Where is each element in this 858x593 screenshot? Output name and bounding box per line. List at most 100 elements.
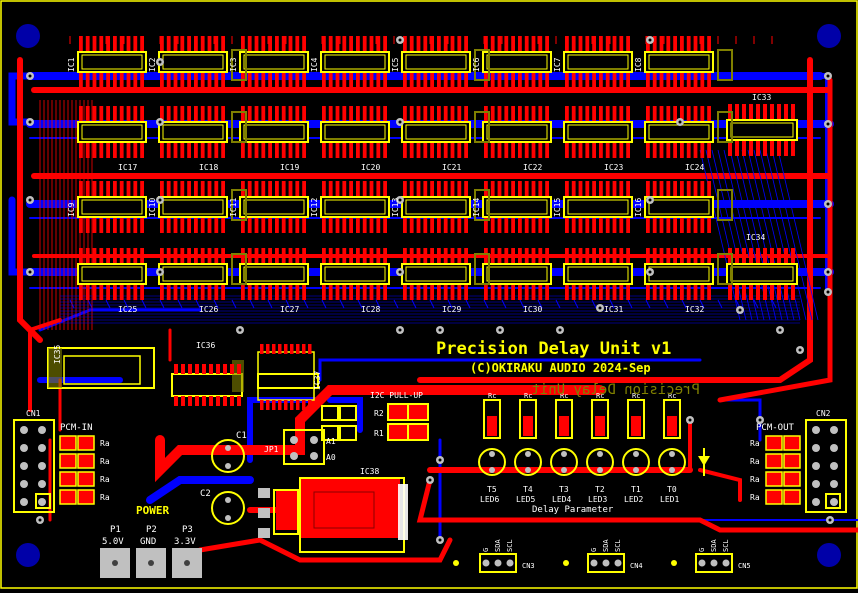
decoupling-cap (231, 189, 247, 221)
ic-footprint (158, 248, 228, 300)
copper-pour (276, 490, 298, 530)
ic-footprint (563, 106, 633, 158)
p2-label: P2 (146, 525, 157, 535)
r2-label: R2 (374, 409, 384, 418)
header-pin (20, 462, 28, 470)
switch-label: T0 (667, 485, 677, 494)
ic-footprint (320, 106, 390, 158)
ic-footprint (401, 248, 471, 300)
ic38-footprint (258, 477, 408, 553)
p3-value: 3.3V (174, 537, 196, 547)
bus-label: SDA (602, 539, 610, 552)
ic-label: IC24 (685, 163, 704, 172)
led-footprint (478, 448, 506, 476)
mounting-hole (16, 543, 40, 567)
cn4-label: CN4 (630, 562, 643, 570)
led-footprint (550, 448, 578, 476)
ra-label: Ra (750, 475, 760, 484)
ic-label: IC11 (229, 198, 238, 217)
diode (698, 448, 710, 476)
decoupling-cap (474, 189, 490, 221)
ic-footprint (482, 36, 552, 88)
mounting-hole (16, 24, 40, 48)
ic-label: IC21 (442, 163, 461, 172)
ic-footprint (158, 106, 228, 158)
bus-label: SDA (494, 539, 502, 552)
delay-parameter-block: RcT5LED6RcT4LED5RcT3LED4RcT2LED3RcT1LED2… (478, 392, 686, 504)
ic-footprint (239, 181, 309, 233)
led-label: LED5 (516, 495, 535, 504)
decoupling-cap (474, 111, 490, 143)
address-pads (321, 405, 357, 441)
rc-label: Rc (632, 392, 640, 400)
header-pin (20, 480, 28, 488)
header-pin (20, 498, 28, 506)
ic-label: IC8 (634, 57, 643, 72)
ic-label: IC32 (685, 305, 704, 314)
ra-label: Ra (100, 475, 110, 484)
ic-label: IC23 (604, 163, 623, 172)
r1-label: R1 (374, 429, 384, 438)
ra-label: Ra (750, 439, 760, 448)
switch-label: T2 (595, 485, 605, 494)
ic-footprint (563, 181, 633, 233)
led-footprint (514, 448, 542, 476)
ic-label: IC5 (391, 57, 400, 72)
power-label: POWER (136, 504, 169, 517)
board-copyright: (C)OKIRAKU AUDIO 2024-Sep (470, 361, 651, 375)
ic36-label: IC36 (196, 341, 215, 350)
rc-label: Rc (668, 392, 676, 400)
bus-label: G (590, 548, 598, 552)
header-pin (812, 462, 820, 470)
ic-footprint (644, 36, 714, 88)
bus-label: SDA (710, 539, 718, 552)
ic-footprint (158, 36, 228, 88)
connector-cn1 (13, 419, 55, 513)
ic-footprint (563, 248, 633, 300)
ic-footprint (239, 106, 309, 158)
p1-value: 5.0V (102, 537, 124, 547)
ic-label: IC2 (148, 57, 157, 72)
ic-footprint (726, 248, 798, 300)
mirrored-bottom-text: Precision Delay Unit (531, 382, 700, 398)
header-pin (830, 480, 838, 488)
mounting-hole (817, 24, 841, 48)
header-pin (830, 498, 838, 506)
ic-label: IC12 (310, 198, 319, 217)
decoupling-cap (231, 111, 247, 143)
ic-label: IC16 (634, 198, 643, 217)
jumper-jp1 (283, 429, 325, 465)
ic-label: IC26 (199, 305, 218, 314)
capacitor-c2 (211, 491, 245, 525)
bus-label: SCL (614, 539, 622, 552)
header-pin (38, 444, 46, 452)
pullup-resistors (387, 403, 429, 441)
header-pin (812, 498, 820, 506)
cn1-label: CN1 (26, 409, 41, 418)
connector-cn4 (563, 553, 625, 573)
ra-label: Ra (100, 493, 110, 502)
ic-label: IC27 (280, 305, 299, 314)
header-pin (830, 444, 838, 452)
top-copper (17, 57, 858, 563)
switch-label: T4 (523, 485, 533, 494)
ra-label: Ra (750, 457, 760, 466)
switch-label: T5 (487, 485, 497, 494)
decoupling-cap (717, 253, 733, 285)
led-footprint (658, 448, 686, 476)
bus-label: SCL (506, 539, 514, 552)
ic-footprint (320, 36, 390, 88)
ic-label: IC18 (199, 163, 218, 172)
p1-label: P1 (110, 525, 121, 535)
decoupling-cap (231, 253, 247, 285)
mounting-hole (817, 543, 841, 567)
ic38-label: IC38 (360, 467, 379, 476)
connector-cn2 (805, 419, 847, 513)
led-label: LED3 (588, 495, 607, 504)
ic-label: IC14 (472, 198, 481, 217)
ic34-label: IC34 (746, 233, 765, 242)
